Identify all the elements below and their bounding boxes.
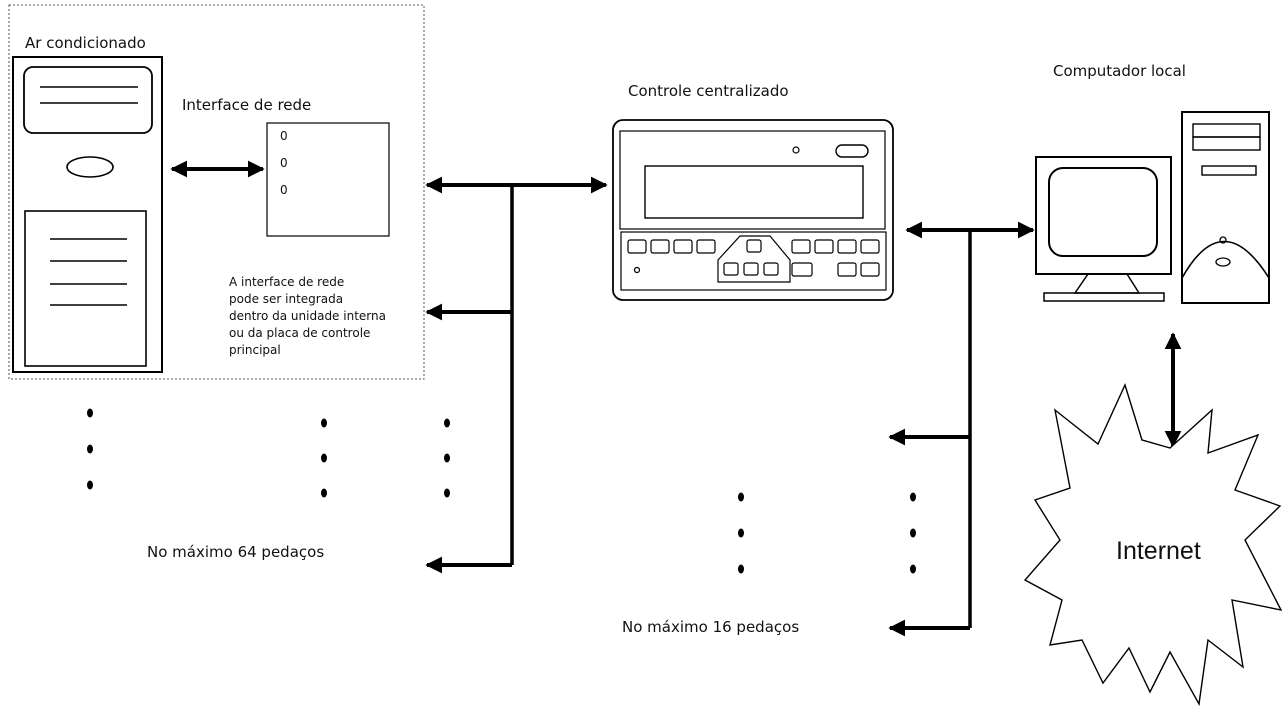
max-64-label: No máximo 64 pedaços (147, 543, 324, 561)
note-line: dentro da unidade interna (229, 309, 386, 323)
more-controllers-dots (738, 492, 916, 574)
air-conditioner-group-boundary (8, 4, 425, 380)
interface-port-label: 0 (280, 156, 288, 170)
network-interface-board: 0 0 0 (266, 122, 390, 237)
note-line: ou da placa de controle (229, 326, 370, 340)
max-16-label: No máximo 16 pedaços (622, 618, 799, 636)
note-line: A interface de rede (229, 275, 344, 289)
right-bus (888, 221, 1035, 637)
central-controller-icon (612, 119, 894, 301)
interface-port-label: 0 (280, 183, 288, 197)
interface-port-label: 0 (280, 129, 288, 143)
network-interface-label: Interface de rede (182, 96, 311, 114)
internet-label: Internet (1116, 537, 1201, 565)
air-conditioner-label: Ar condicionado (25, 34, 146, 52)
integration-note: A interface de rede pode ser integrada d… (229, 275, 386, 357)
internet-burst-shape (1023, 383, 1282, 707)
indoor-unit-icon (12, 56, 163, 373)
note-line: pode ser integrada (229, 292, 343, 306)
note-line: principal (229, 343, 281, 357)
left-bus (425, 176, 608, 574)
local-computer-label: Computador local (1053, 62, 1186, 80)
central-control-label: Controle centralizado (628, 82, 789, 100)
more-units-dots (87, 408, 450, 498)
computer-monitor-icon (1035, 156, 1172, 302)
computer-tower-icon (1181, 111, 1270, 304)
